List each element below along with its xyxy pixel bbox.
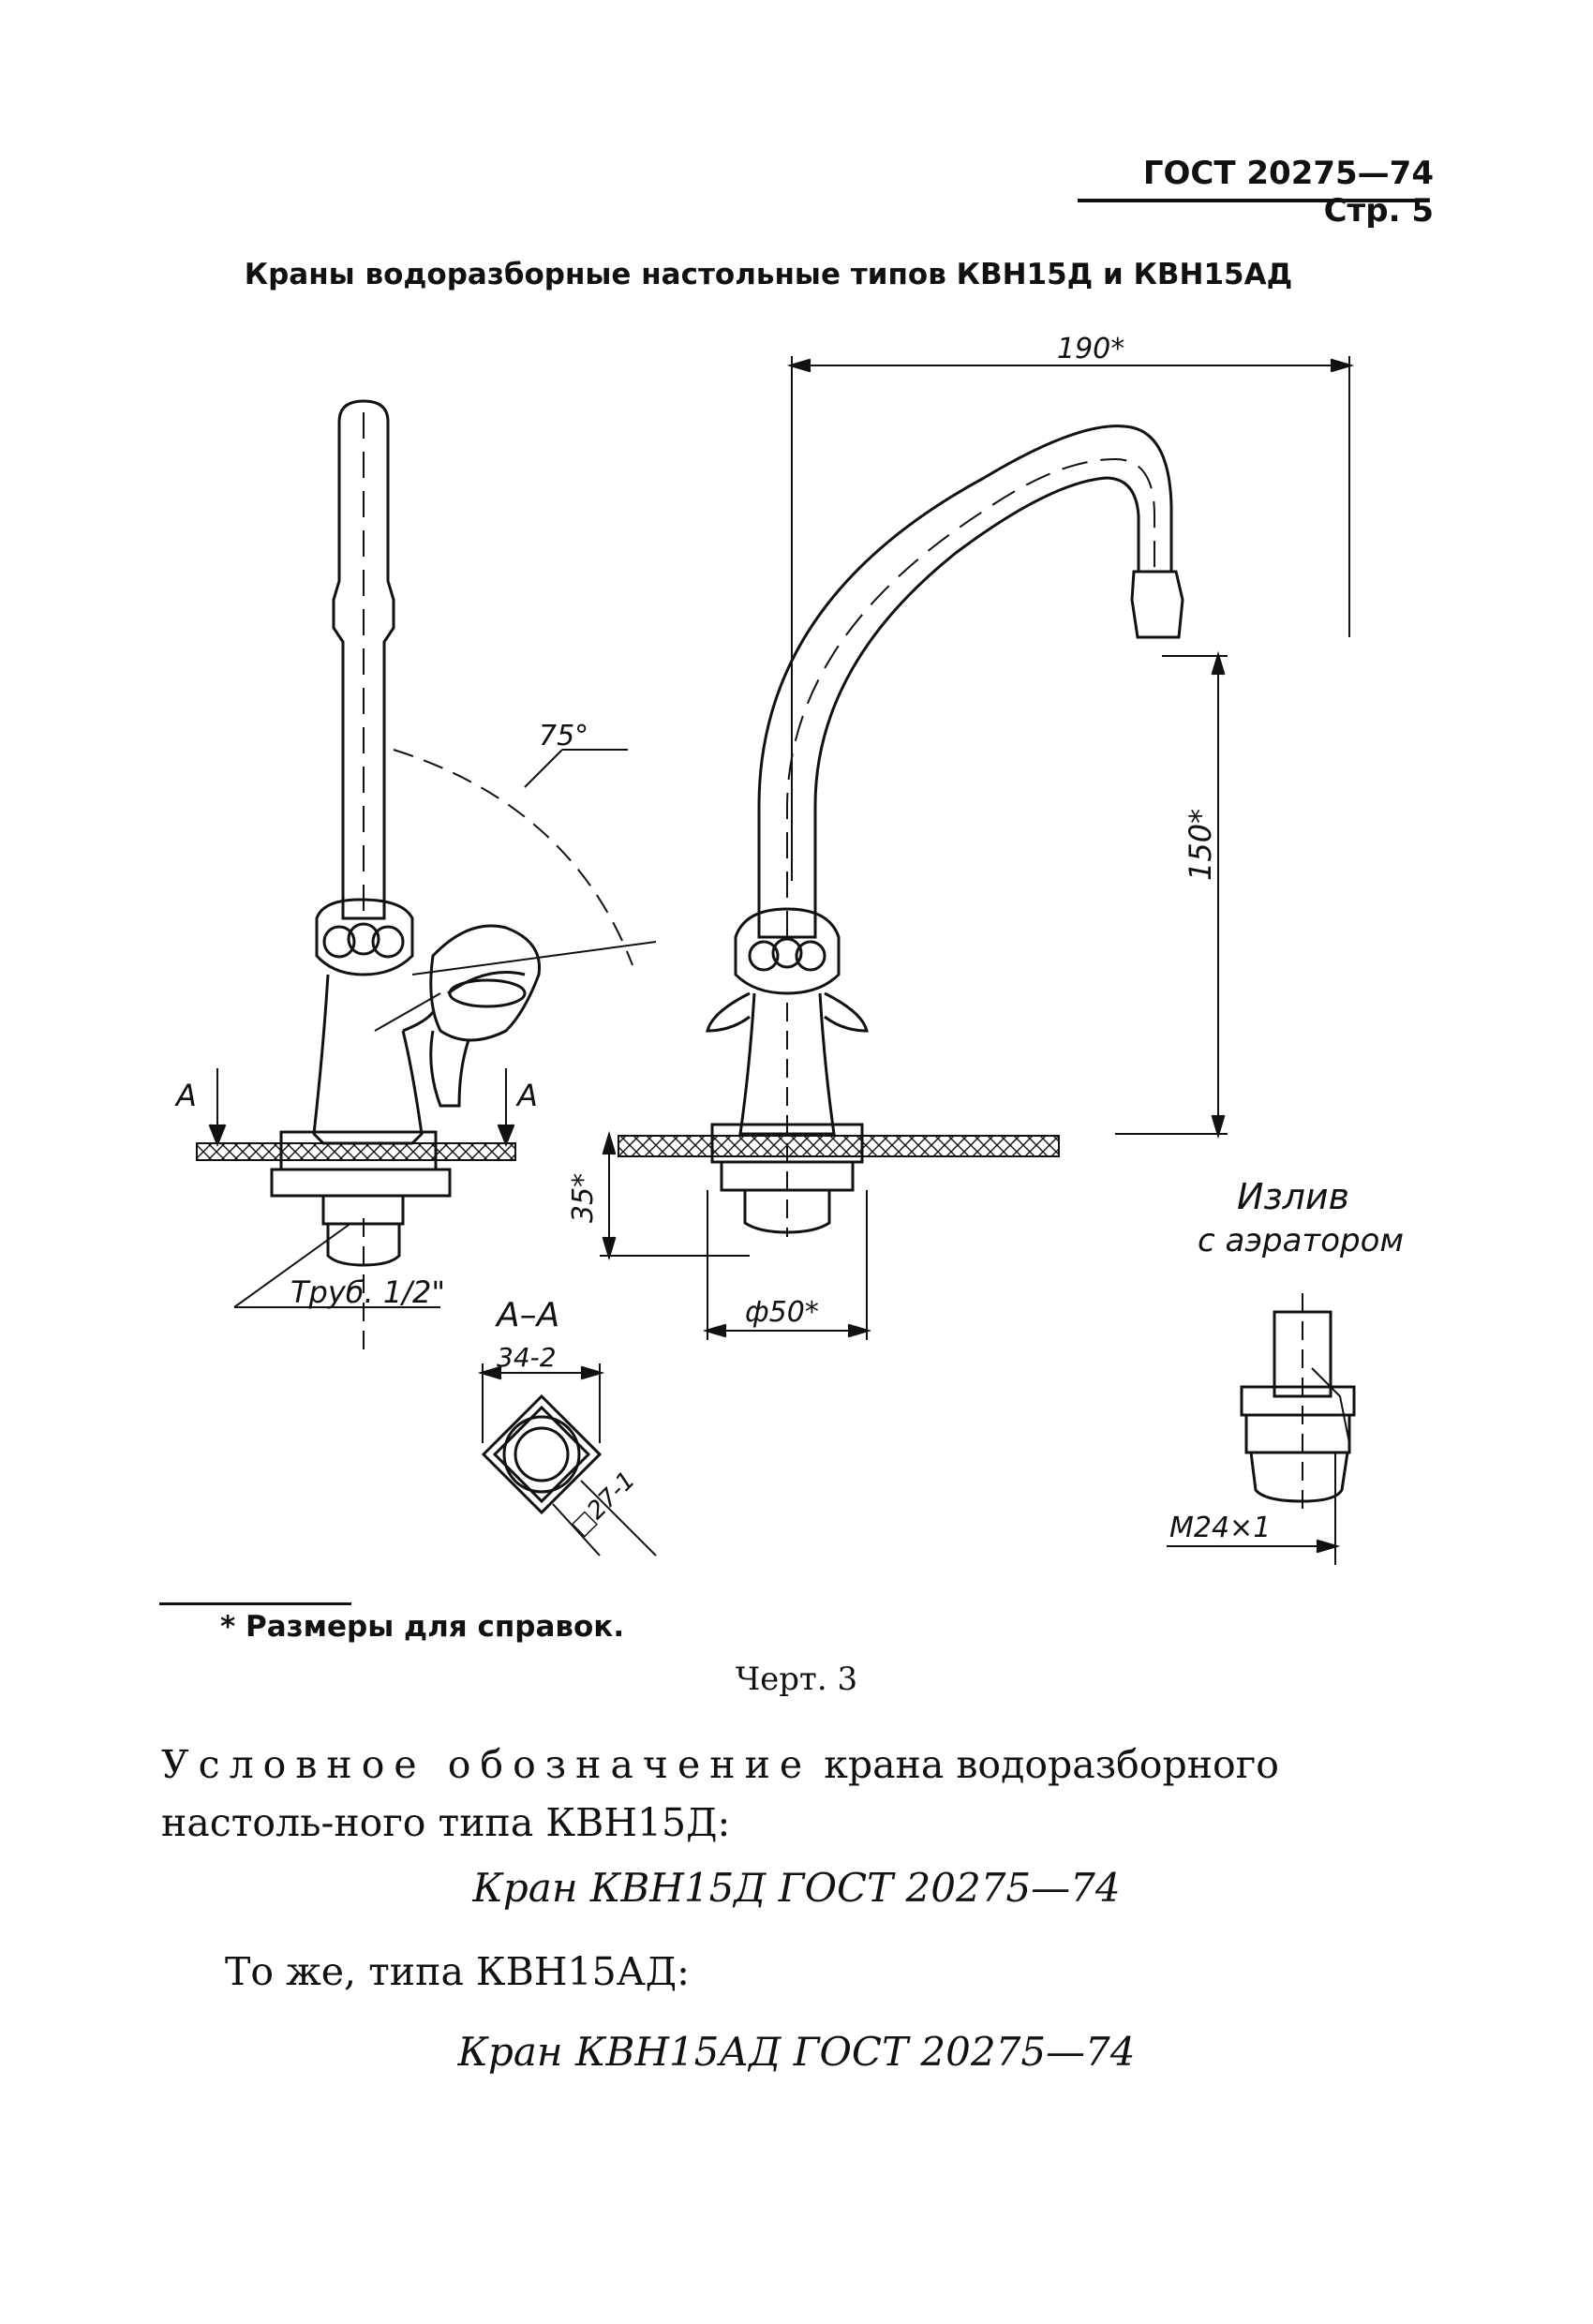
designation-kvn15ad: Кран КВН15АД ГОСТ 20275—74 — [457, 2029, 1136, 2075]
pipe-label: Труб. 1/2" — [290, 1274, 445, 1310]
paragraph-rest: крана водоразборного настоль-ного типа К… — [161, 1742, 1279, 1845]
aerator-thread-label: M24×1 — [1169, 1512, 1271, 1544]
angle-label: 75° — [539, 720, 588, 752]
technical-drawing: 75° A A 35* Труб. 1/2" А–А 34-2 □27-1 19… — [174, 333, 1404, 1565]
section-title: А–А — [495, 1296, 559, 1334]
designation-kvn15d: Кран КВН15Д ГОСТ 20275—74 — [472, 1865, 1121, 1911]
paragraph-designation: Условное обозначение крана водоразборног… — [161, 1736, 1436, 1852]
dim-reach-label: 190* — [1057, 333, 1124, 365]
dim-base-label: ф50* — [745, 1296, 819, 1329]
dim-spout-height-label: 150* — [1183, 809, 1218, 881]
faucet-side-view — [196, 399, 657, 1349]
faucet-front-view — [600, 356, 1355, 1340]
page-header: ГОСТ 20275—74 Стр. 5 — [1142, 155, 1434, 230]
figure-caption: Черт. 3 — [735, 1661, 858, 1698]
section-mark-right: A — [515, 1078, 538, 1113]
footnote-rule — [159, 1602, 351, 1605]
spaced-term: Условное обозначение — [161, 1742, 812, 1787]
aerator-title-2: с аэратором — [1198, 1222, 1404, 1259]
footnote: * Размеры для справок. — [220, 1610, 625, 1644]
dim-height-label: 35* — [567, 1173, 600, 1223]
figure-title: Краны водоразборные настольные типов КВН… — [244, 258, 1293, 291]
section-mark-left: A — [174, 1078, 197, 1113]
paragraph-same-type: То же, типа КВН15АД: — [225, 1949, 690, 1994]
section-width-label: 34-2 — [497, 1342, 557, 1373]
aerator-detail — [1167, 1293, 1356, 1565]
header-rule — [1078, 199, 1426, 202]
aerator-title-1: Излив — [1237, 1176, 1349, 1217]
section-a-a — [477, 1363, 657, 1557]
